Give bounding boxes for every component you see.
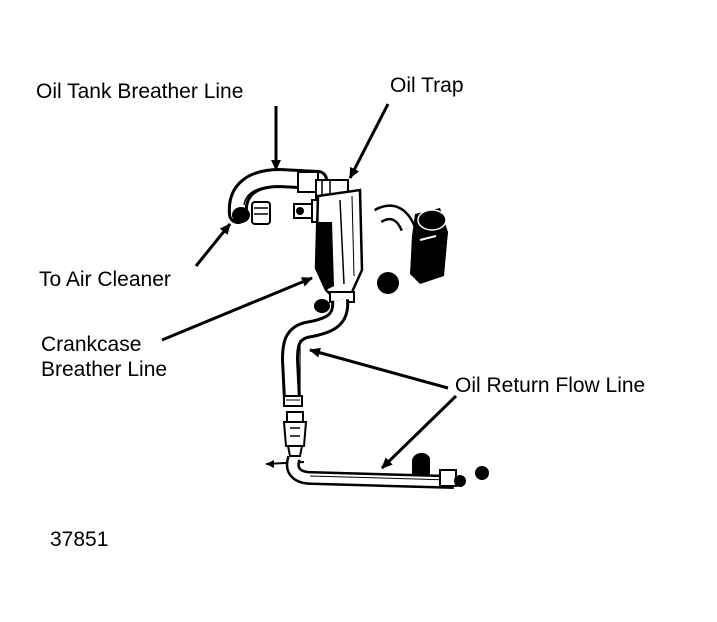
oil-return-tube-vertical	[280, 299, 350, 407]
figure-number: 37851	[50, 528, 109, 551]
label-crankcase-breather-line-2: Breather Line	[41, 358, 168, 381]
label-oil-tank-breather-line: Oil Tank Breather Line	[36, 80, 244, 103]
oil-trap-body	[314, 188, 364, 313]
label-crankcase-breather-line-1: Crankcase	[41, 333, 142, 356]
label-to-air-cleaner: To Air Cleaner	[39, 268, 171, 291]
lower-coupling	[282, 411, 308, 457]
label-oil-trap: Oil Trap	[390, 74, 464, 97]
oil-tank-breather-tube	[227, 167, 328, 225]
arrow-oil-trap	[348, 103, 390, 179]
arrow-to-air-cleaner	[194, 223, 232, 267]
label-oil-return-flow-line: Oil Return Flow Line	[455, 374, 646, 397]
oil-return-tube-horizontal	[265, 452, 489, 489]
arrow-oil-return-flow-line-upper	[309, 347, 449, 390]
arrow-oil-return-flow-line-lower	[380, 394, 458, 470]
arrow-crankcase-breather-line	[161, 276, 313, 342]
leader-arrows	[161, 103, 458, 470]
air-cleaner-connector	[374, 204, 448, 294]
